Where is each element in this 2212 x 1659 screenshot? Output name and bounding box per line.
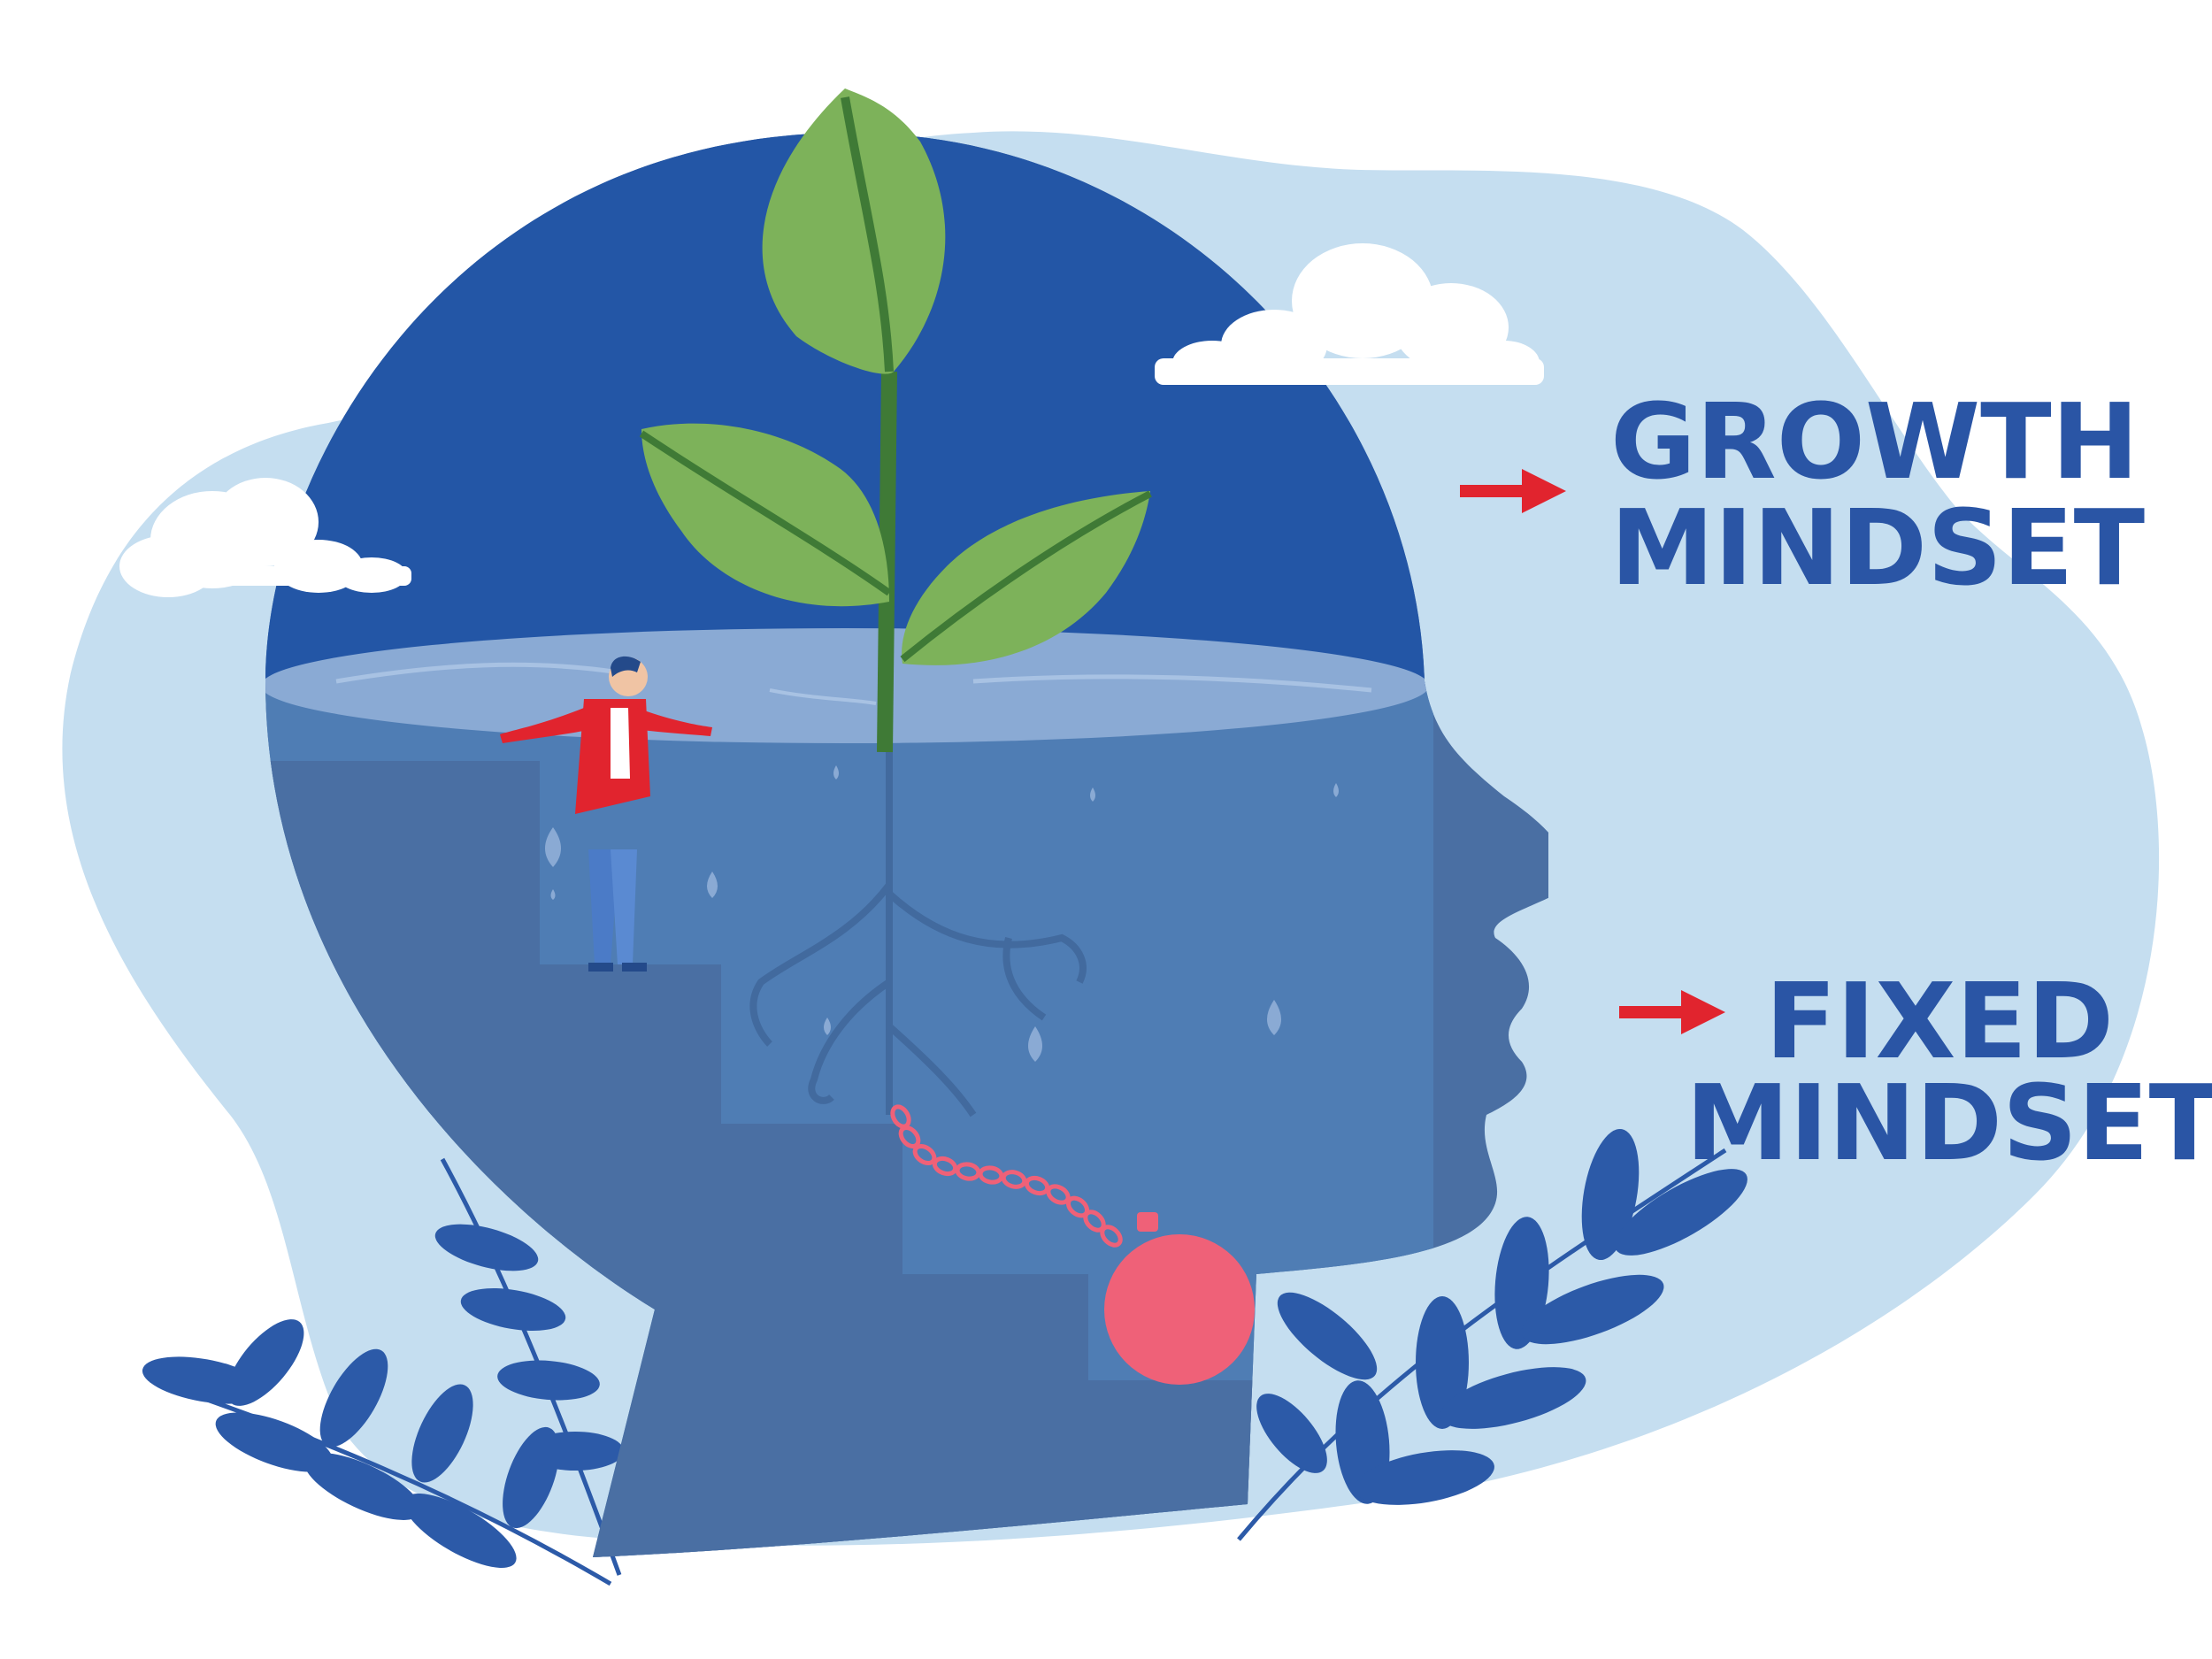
cloud-icon (119, 478, 411, 597)
leaf-branch-icon (142, 1157, 624, 1586)
water-surface (265, 628, 1429, 743)
leaf-branch-icon (1237, 1128, 1747, 1541)
cloud-icon (1155, 243, 1544, 385)
fixed-label-line2: MINDSET (1686, 1062, 2212, 1184)
growth-arrow (1460, 469, 1566, 513)
growth-label-line2: MINDSET (1610, 487, 2145, 609)
ball-and-chain-icon (890, 1104, 1255, 1385)
fixed-label-line1: FIXED (1765, 960, 2114, 1082)
plant-sprout-icon (639, 88, 1152, 753)
growth-label-line1: GROWTH (1610, 380, 2139, 503)
droplets (545, 765, 1339, 1062)
person-icon (500, 656, 712, 972)
fixed-arrow (1619, 990, 1725, 1034)
